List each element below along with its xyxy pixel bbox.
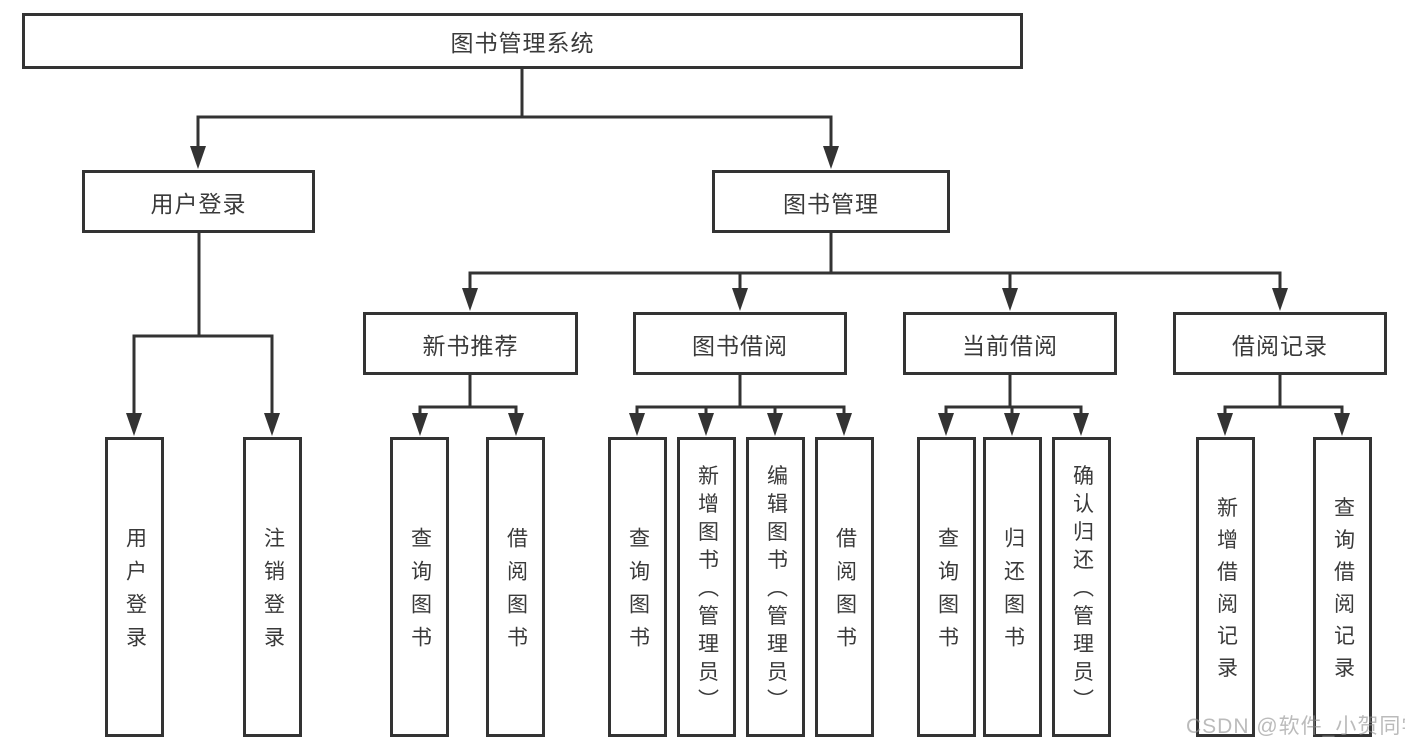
connector-paths (132, 69, 1344, 417)
leaf-query-books-current: 查询图书 (917, 437, 976, 737)
node-borrow-records: 借阅记录 (1173, 312, 1387, 375)
leaf-query-borrow-record: 查询借阅记录 (1313, 437, 1372, 737)
node-current-borrow: 当前借阅 (903, 312, 1117, 375)
node-root: 图书管理系统 (22, 13, 1023, 69)
leaf-label: 新增图书（管理员） (695, 464, 719, 717)
watermark: CSDN @软件_小贺同学 (1186, 715, 1405, 738)
leaf-label: 查询图书 (408, 527, 432, 659)
node-new-book-recommend: 新书推荐 (363, 312, 578, 375)
leaf-borrow-books-recommend: 借阅图书 (486, 437, 545, 737)
leaf-user-login: 用户登录 (105, 437, 164, 737)
leaf-label: 编辑图书（管理员） (764, 464, 788, 717)
leaf-label: 借阅图书 (504, 527, 528, 659)
leaf-label: 借阅图书 (833, 527, 857, 659)
leaf-label: 查询图书 (935, 527, 959, 659)
leaf-label: 用户登录 (123, 527, 147, 659)
leaf-label: 确认归还（管理员） (1070, 464, 1094, 717)
leaf-borrow-books: 借阅图书 (815, 437, 874, 737)
leaf-add-borrow-record: 新增借阅记录 (1196, 437, 1255, 737)
node-book-management: 图书管理 (712, 170, 950, 233)
leaf-query-books-recommend: 查询图书 (390, 437, 449, 737)
leaf-return-book: 归还图书 (983, 437, 1042, 737)
leaf-label: 归还图书 (1001, 527, 1025, 659)
leaf-add-book-admin: 新增图书（管理员） (677, 437, 736, 737)
leaf-label: 查询借阅记录 (1331, 496, 1355, 689)
leaf-query-books-borrow: 查询图书 (608, 437, 667, 737)
leaf-logout: 注销登录 (243, 437, 302, 737)
leaf-edit-book-admin: 编辑图书（管理员） (746, 437, 805, 737)
leaf-label: 新增借阅记录 (1214, 496, 1238, 689)
node-user-login: 用户登录 (82, 170, 315, 233)
node-book-borrow: 图书借阅 (633, 312, 847, 375)
leaf-label: 注销登录 (261, 527, 285, 659)
leaf-confirm-return-admin: 确认归还（管理员） (1052, 437, 1111, 737)
leaf-label: 查询图书 (626, 527, 650, 659)
